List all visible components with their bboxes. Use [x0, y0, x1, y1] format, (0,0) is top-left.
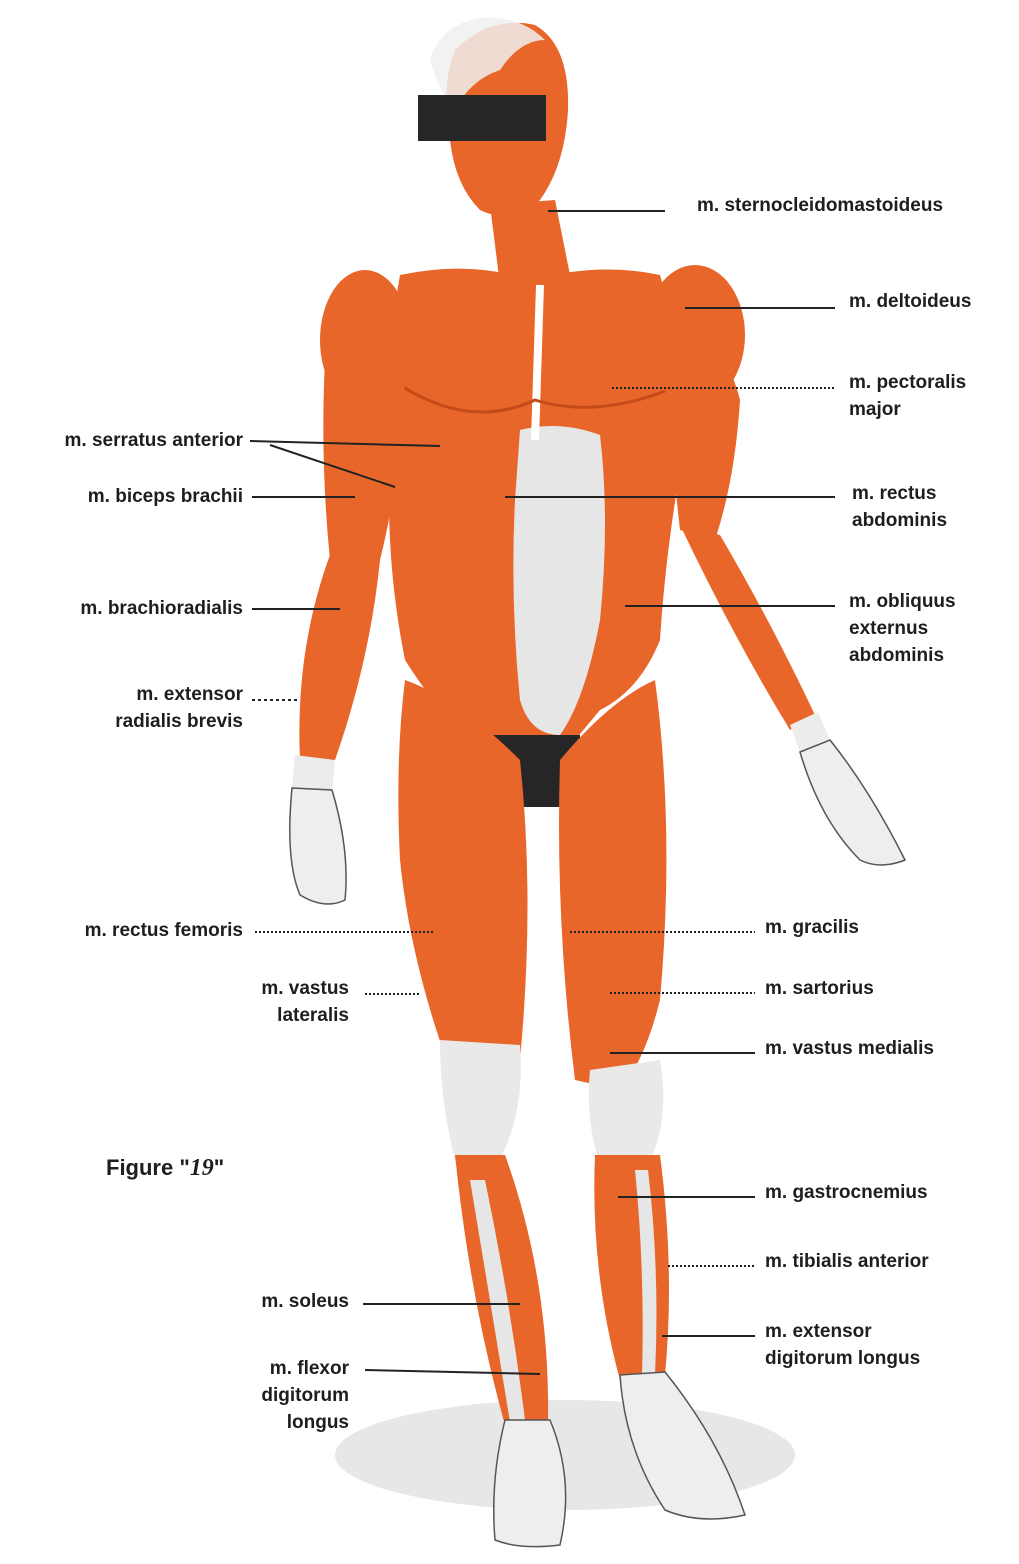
- eye-censor-bar: [418, 95, 546, 141]
- right-knee: [589, 1060, 664, 1165]
- label-line: digitorum: [261, 1382, 349, 1409]
- caption-suffix: ": [214, 1155, 224, 1180]
- label-line: major: [849, 396, 966, 423]
- label-pectoralis-major: m. pectoralis major: [849, 369, 966, 423]
- label-line: m. extensor: [765, 1318, 920, 1345]
- caption-number: 19: [190, 1155, 214, 1181]
- left-foot: [494, 1420, 566, 1547]
- label-extensor-radialis-brevis: m. extensor radialis brevis: [115, 681, 243, 735]
- label-vastus-lateralis: m. vastus lateralis: [261, 975, 349, 1029]
- label-line: m. extensor: [115, 681, 243, 708]
- label-brachioradialis: m. brachioradialis: [80, 595, 243, 622]
- figure-caption: Figure "19": [106, 1155, 224, 1182]
- label-rectus-femoris: m. rectus femoris: [85, 917, 243, 944]
- label-line: externus: [849, 615, 956, 642]
- label-line: m. rectus: [852, 480, 947, 507]
- label-serratus-anterior: m. serratus anterior: [65, 427, 243, 454]
- right-hand: [800, 740, 905, 865]
- label-deltoideus: m. deltoideus: [849, 288, 971, 315]
- label-biceps-brachii: m. biceps brachii: [88, 483, 243, 510]
- neck: [490, 200, 570, 285]
- label-sternocleidomastoideus: m. sternocleidomastoideus: [697, 192, 943, 219]
- label-line: longus: [261, 1409, 349, 1436]
- label-line: lateralis: [261, 1002, 349, 1029]
- left-knee: [440, 1040, 521, 1160]
- label-gastrocnemius: m. gastrocnemius: [765, 1179, 928, 1206]
- label-vastus-medialis: m. vastus medialis: [765, 1035, 934, 1062]
- label-line: digitorum longus: [765, 1345, 920, 1372]
- label-obliquus-externus-abdominis: m. obliquus externus abdominis: [849, 588, 956, 669]
- label-flexor-digitorum-longus: m. flexor digitorum longus: [261, 1355, 349, 1436]
- label-extensor-digitorum-longus: m. extensor digitorum longus: [765, 1318, 920, 1372]
- label-line: abdominis: [852, 507, 947, 534]
- left-hand: [290, 788, 346, 904]
- label-line: m. obliquus: [849, 588, 956, 615]
- label-rectus-abdominis: m. rectus abdominis: [852, 480, 947, 534]
- right-shin: [594, 1155, 669, 1380]
- label-line: radialis brevis: [115, 708, 243, 735]
- label-gracilis: m. gracilis: [765, 914, 859, 941]
- label-tibialis-anterior: m. tibialis anterior: [765, 1248, 929, 1275]
- right-forearm: [680, 525, 815, 730]
- chest-divider: [535, 285, 540, 440]
- left-forearm: [299, 555, 380, 760]
- left-wrist: [292, 755, 335, 790]
- label-line: abdominis: [849, 642, 956, 669]
- label-soleus: m. soleus: [261, 1288, 349, 1315]
- label-sartorius: m. sartorius: [765, 975, 874, 1002]
- label-line: m. flexor: [261, 1355, 349, 1382]
- label-line: m. vastus: [261, 975, 349, 1002]
- label-line: m. pectoralis: [849, 369, 966, 396]
- caption-prefix: Figure ": [106, 1155, 190, 1180]
